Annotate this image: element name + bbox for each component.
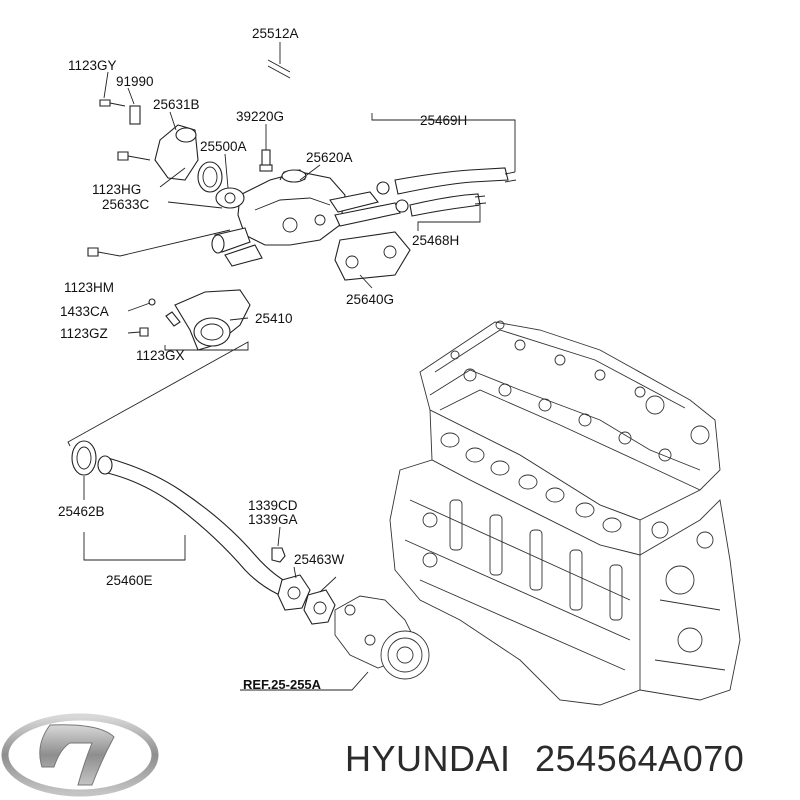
brand-name: HYUNDAI [345, 738, 511, 779]
label-1123HM: 1123HM [64, 280, 114, 295]
label-1123GZ: 1123GZ [60, 326, 108, 341]
label-25462B: 25462B [58, 504, 105, 519]
label-39220G: 39220G [236, 109, 284, 124]
label-25468H: 25468H [412, 233, 459, 248]
water-pipe-illustration [71, 440, 336, 625]
label-25469H: 25469H [420, 113, 467, 128]
water-pump-illustration [334, 595, 430, 680]
hyundai-logo [1, 713, 159, 797]
label-25633C: 25633C [102, 197, 150, 212]
label-25512A: 25512A [252, 26, 299, 41]
label-25410: 25410 [255, 311, 293, 326]
label-25500A: 25500A [200, 139, 247, 154]
part-number: 254564A070 [535, 738, 745, 779]
label-25460E: 25460E [106, 573, 153, 588]
label-1123GY: 1123GY [68, 58, 117, 73]
leader-lines [67, 42, 516, 691]
label-25640G: 25640G [346, 292, 394, 307]
thermostat-housing-illustration [87, 59, 517, 351]
engine-block-illustration [389, 320, 741, 706]
label-25463W: 25463W [294, 552, 345, 567]
label-1123HG: 1123HG [92, 182, 141, 197]
part-caption: HYUNDAI 254564A070 [345, 734, 790, 784]
label-1339GA: 1339GA [248, 512, 298, 527]
label-91990: 91990 [116, 74, 154, 89]
part-labels: 25512A 1123GY 91990 25631B 39220G 25469H… [58, 26, 467, 692]
label-25631B: 25631B [153, 97, 200, 112]
reference-label: REF.25-255A [243, 677, 322, 692]
label-1123GX: 1123GX [136, 348, 185, 363]
label-1433CA: 1433CA [60, 304, 109, 319]
label-25620A: 25620A [306, 150, 353, 165]
label-1339CD: 1339CD [248, 498, 298, 513]
